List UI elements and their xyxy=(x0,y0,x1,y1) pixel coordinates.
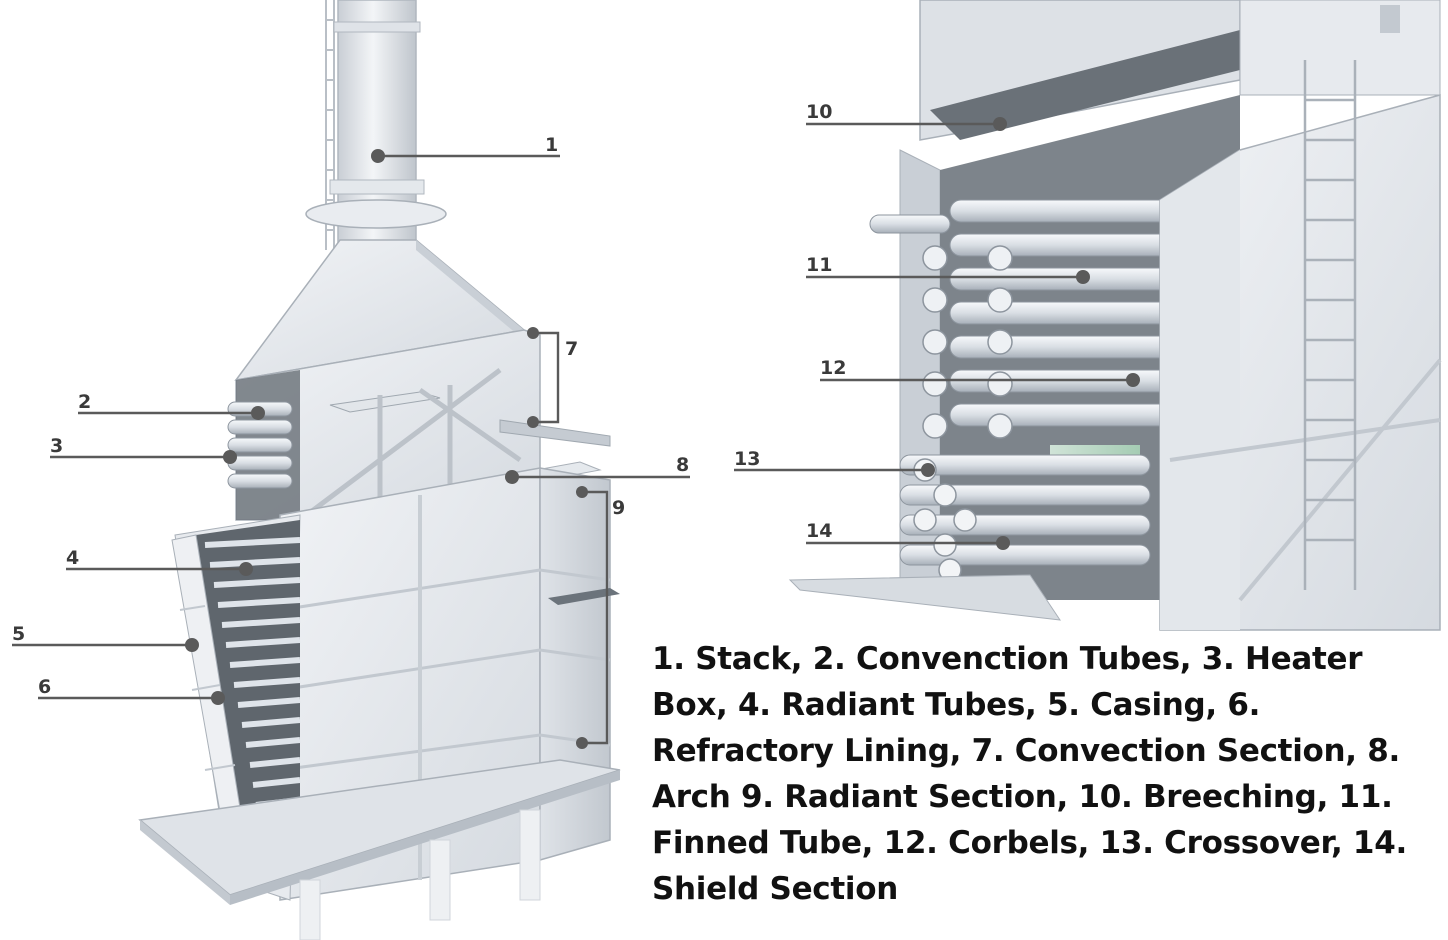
heater-illustration xyxy=(138,0,621,940)
callout-14-label: 14 xyxy=(806,520,832,542)
callout-10-label: 10 xyxy=(806,101,832,123)
callout-5: 5 xyxy=(12,623,199,652)
cutaway-ladder xyxy=(1303,60,1357,590)
callout-5-label: 5 xyxy=(12,623,25,645)
callout-1-label: 1 xyxy=(545,134,558,156)
callout-11: 11 xyxy=(806,254,1090,284)
callout-1: 1 xyxy=(371,134,560,163)
callout-4: 4 xyxy=(66,547,253,576)
callout-12: 12 xyxy=(820,357,1140,387)
callout-7: 7 xyxy=(527,327,578,428)
callout-7-label: 7 xyxy=(565,338,578,360)
callout-9: 9 xyxy=(576,486,625,749)
callout-2: 2 xyxy=(78,391,265,420)
callout-3-label: 3 xyxy=(50,435,63,457)
stack-platform xyxy=(305,199,447,229)
callout-2-label: 2 xyxy=(78,391,91,413)
callout-10: 10 xyxy=(806,101,1007,131)
callout-4-label: 4 xyxy=(66,547,79,569)
callout-3: 3 xyxy=(50,435,237,464)
callout-13-label: 13 xyxy=(734,448,760,470)
parts-legend-caption: 1. Stack, 2. Convenction Tubes, 3. Heate… xyxy=(652,641,1407,907)
callout-8-label: 8 xyxy=(676,454,689,476)
cutaway-illustration xyxy=(788,0,1442,631)
return-bends xyxy=(922,245,1013,439)
callout-14: 14 xyxy=(806,520,1010,550)
callout-6-label: 6 xyxy=(38,676,51,698)
callout-9-label: 9 xyxy=(612,497,625,519)
finned-tubes xyxy=(949,199,1211,427)
callout-13: 13 xyxy=(734,448,935,477)
callout-8: 8 xyxy=(505,454,690,484)
callout-12-label: 12 xyxy=(820,357,846,379)
callout-11-label: 11 xyxy=(806,254,832,276)
callout-6: 6 xyxy=(38,676,225,705)
refractory-lining xyxy=(196,520,300,880)
